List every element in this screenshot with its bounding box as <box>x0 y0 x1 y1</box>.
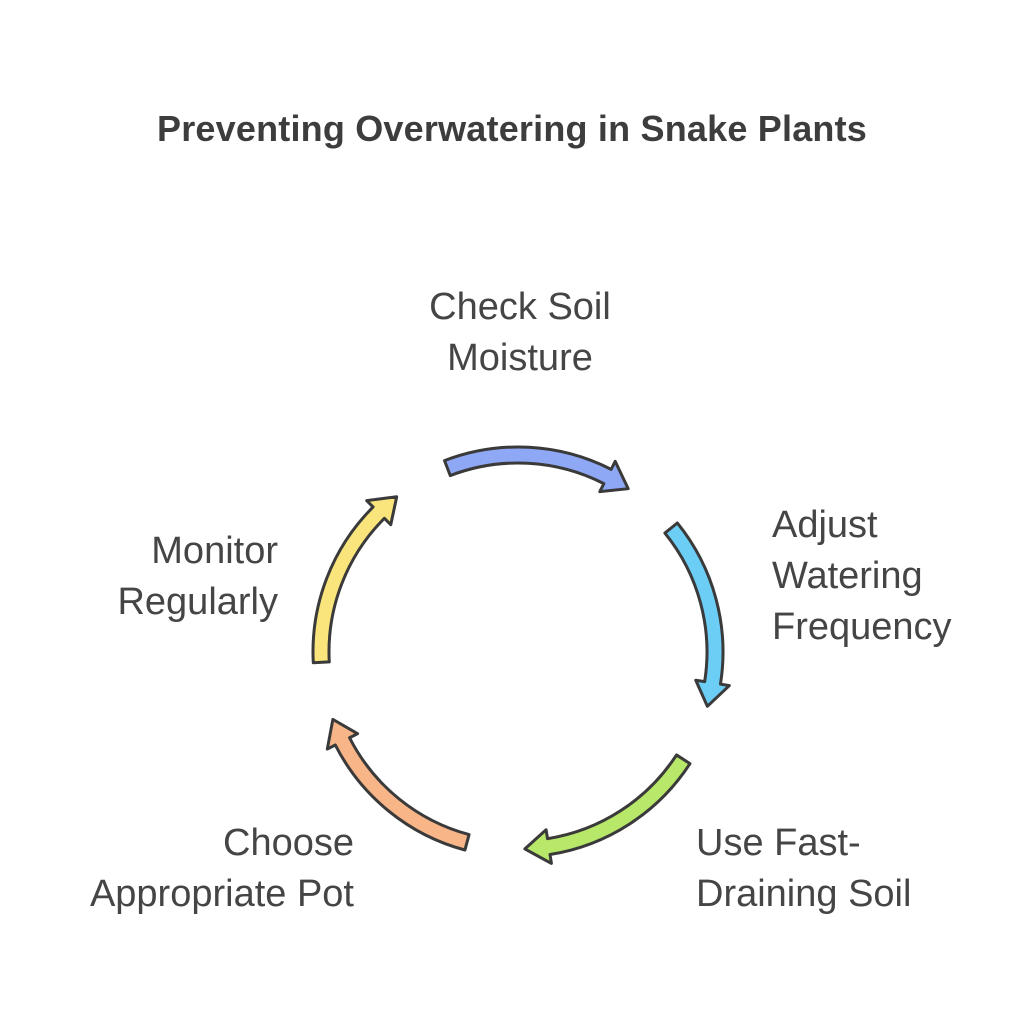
step-label-choose-appropriate-pot: Choose Appropriate Pot <box>40 818 354 920</box>
arrow-adjust-watering-frequency <box>663 521 731 708</box>
step-label-line: Monitor <box>151 530 278 572</box>
step-label-line: Moisture <box>447 337 593 379</box>
arrow-check-soil-moisture <box>443 445 630 494</box>
step-label-line: Frequency <box>772 606 952 648</box>
step-label-line: Adjust <box>772 504 878 546</box>
step-label-check-soil-moisture: Check Soil Moisture <box>370 282 670 384</box>
step-label-line: Choose <box>223 822 354 864</box>
step-label-line: Watering <box>772 555 923 597</box>
step-label-monitor-regularly: Monitor Regularly <box>60 526 278 628</box>
arrow-monitor-regularly <box>311 495 399 665</box>
step-label-line: Regularly <box>117 581 278 623</box>
step-label-line: Draining Soil <box>696 873 912 915</box>
step-label-line: Appropriate Pot <box>89 873 354 915</box>
step-label-line: Use Fast- <box>696 822 861 864</box>
step-label-adjust-watering-frequency: Adjust Watering Frequency <box>772 500 952 653</box>
arrow-use-fast-draining-soil <box>523 753 692 865</box>
step-label-line: Check Soil <box>429 286 611 328</box>
arrow-choose-appropriate-pot <box>325 717 471 852</box>
diagram-title: Preventing Overwatering in Snake Plants <box>156 108 868 149</box>
step-label-use-fast-draining-soil: Use Fast- Draining Soil <box>696 818 911 920</box>
